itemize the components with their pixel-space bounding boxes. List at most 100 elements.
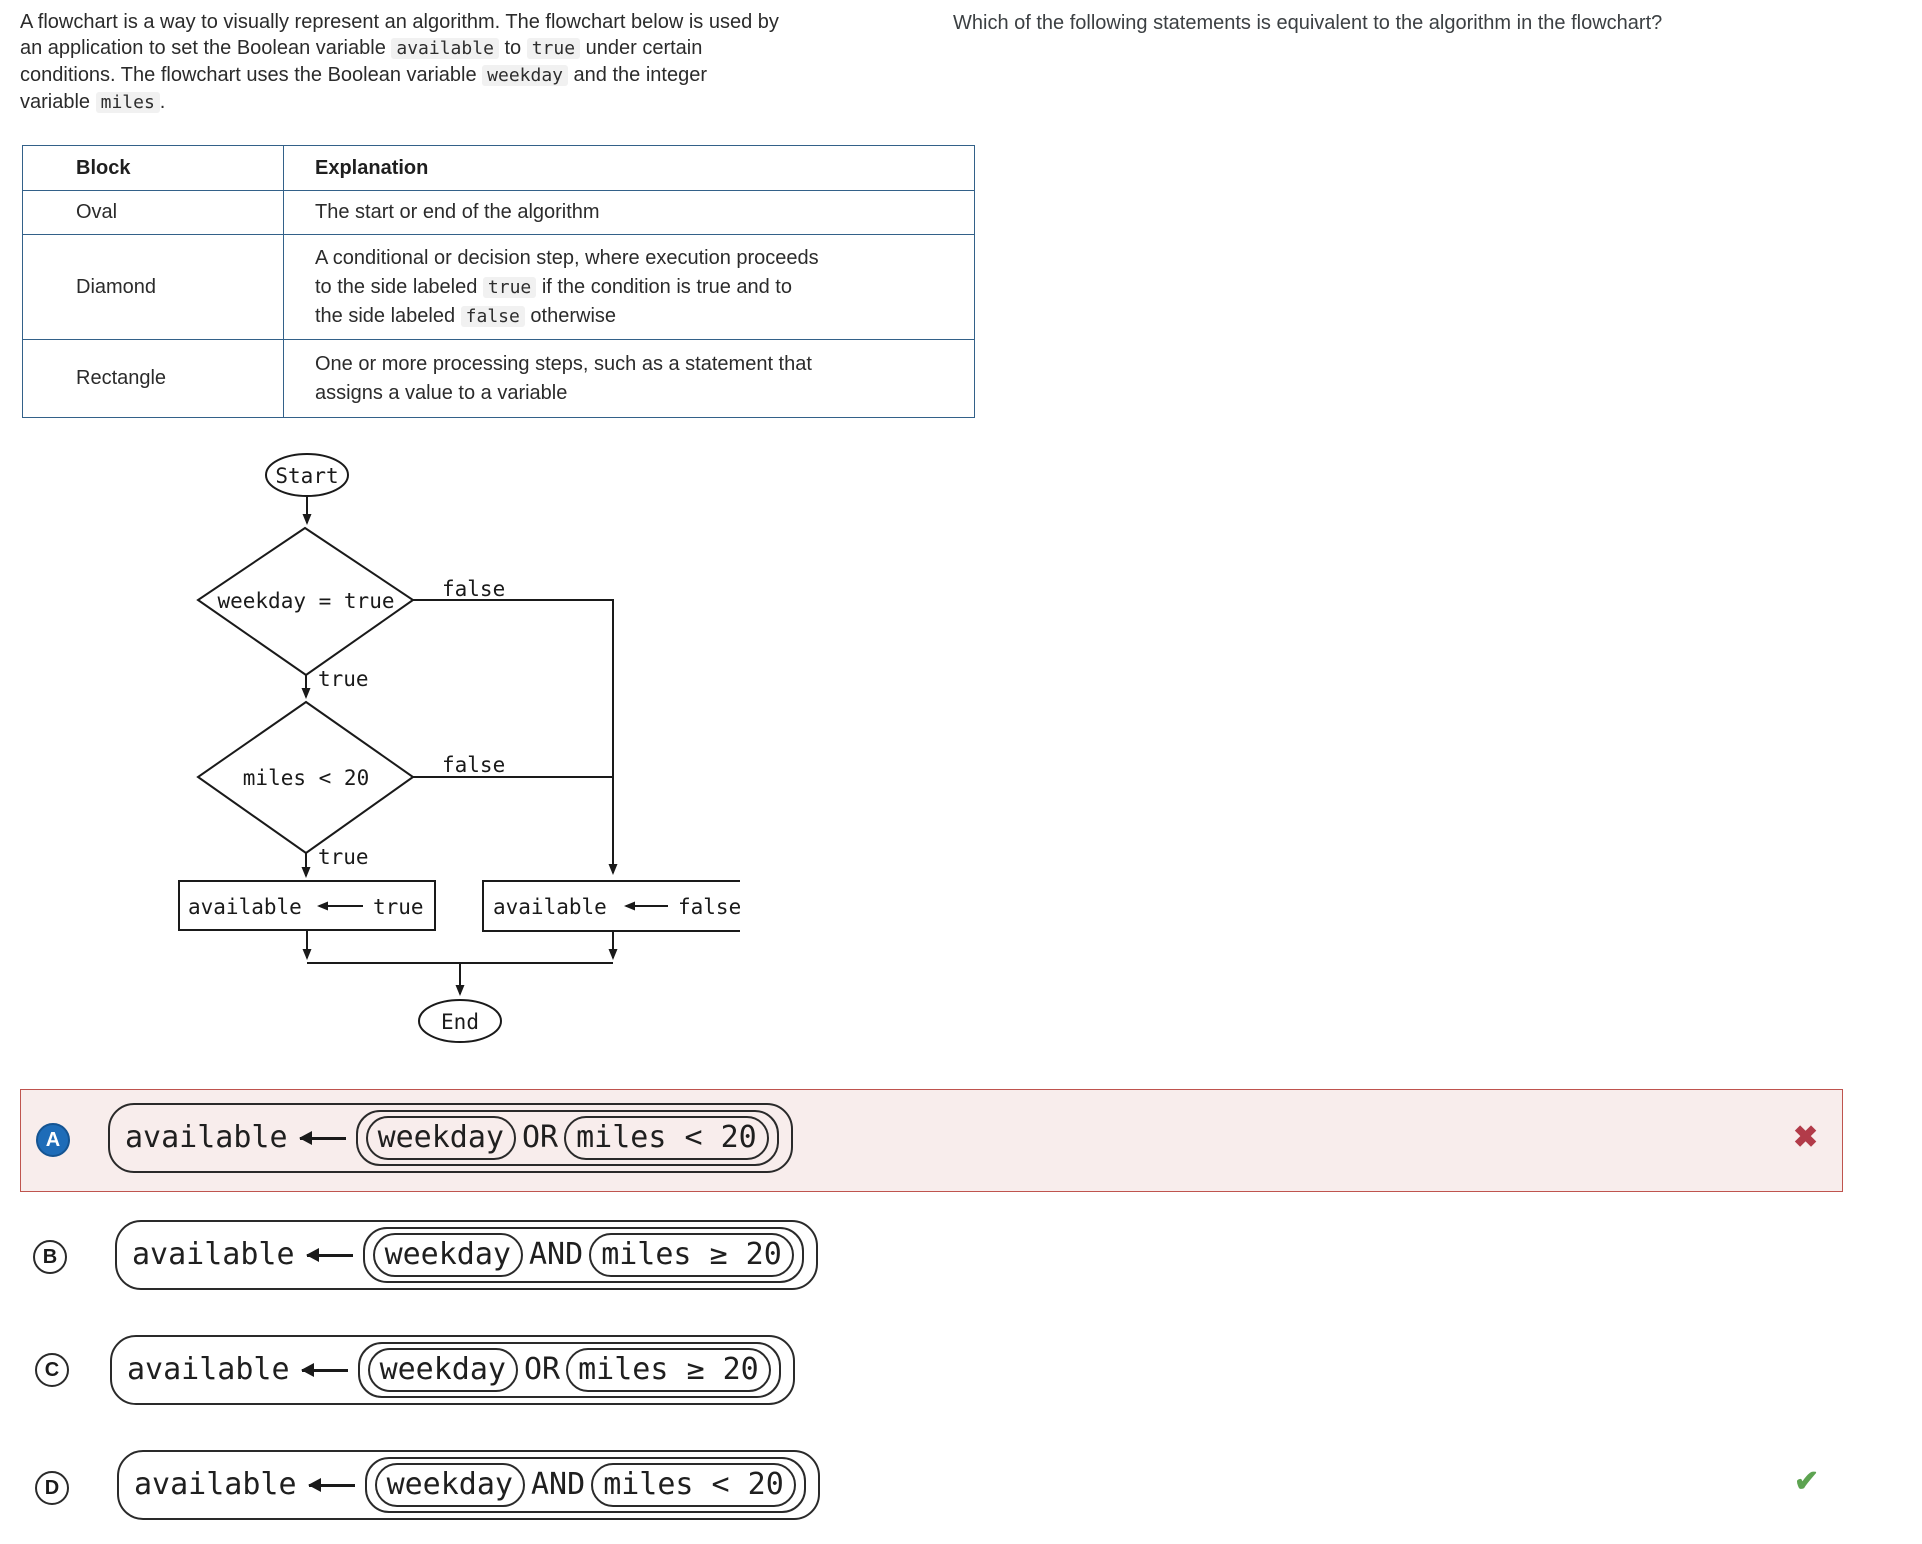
decision1-false-label: false	[442, 577, 505, 601]
text-segment: otherwise	[524, 304, 617, 327]
correct-check-icon: ✔	[1794, 1465, 1820, 1498]
code-span: available	[391, 38, 499, 59]
text-segment: variable	[20, 91, 96, 113]
table-row: Diamond A conditional or decision step, …	[22, 234, 975, 340]
explanation-line: to the side labeled true if the conditio…	[315, 273, 960, 302]
incorrect-x-icon: ✖	[1793, 1121, 1819, 1154]
option-c-statement[interactable]: available weekday OR miles ≥ 20	[110, 1335, 795, 1405]
blocks-table: Block Explanation Oval The start or end …	[22, 145, 975, 418]
option-d-badge[interactable]: D	[35, 1471, 69, 1505]
option-c-badge[interactable]: C	[35, 1353, 69, 1387]
table-header-row: Block Explanation	[22, 145, 975, 191]
flowchart-diagram: Start weekday = true false true miles < …	[178, 453, 740, 1043]
assign-true-rhs: true	[373, 895, 424, 919]
text-segment: to the side labeled	[315, 275, 483, 298]
assign-false-rect	[482, 880, 740, 932]
table-row: Rectangle One or more processing steps, …	[22, 339, 975, 418]
decision2-true-label: true	[318, 845, 369, 869]
assign-false-lhs: available	[493, 895, 607, 919]
intro-line: A flowchart is a way to visually represe…	[20, 9, 780, 35]
text-segment: and the integer	[568, 64, 707, 86]
operand-oval: weekday	[367, 1348, 518, 1392]
option-b-statement[interactable]: available weekday AND miles ≥ 20	[115, 1220, 818, 1290]
boolean-operator: OR	[524, 1352, 561, 1387]
boolean-operator: AND	[529, 1237, 584, 1272]
code-span: weekday	[482, 65, 568, 86]
option-b-badge[interactable]: B	[33, 1240, 67, 1274]
table-header-explanation: Explanation	[283, 145, 975, 191]
option-expression: weekday OR miles ≥ 20	[357, 1342, 781, 1398]
explanation-line: One or more processing steps, such as a …	[315, 350, 960, 379]
text-segment: conditions. The flowchart uses the Boole…	[20, 64, 483, 86]
decision1-true-label: true	[318, 667, 369, 691]
text-segment: the side labeled	[315, 304, 461, 327]
operand-oval: miles ≥ 20	[566, 1348, 771, 1392]
code-span: true	[526, 38, 581, 59]
intro-line: conditions. The flowchart uses the Boole…	[20, 62, 780, 89]
explanation-line: A conditional or decision step, where ex…	[315, 244, 960, 273]
code-span: false	[460, 305, 525, 327]
table-row: Oval The start or end of the algorithm	[22, 190, 975, 235]
operand-oval: weekday	[372, 1233, 523, 1277]
decision2-label: miles < 20	[243, 766, 369, 790]
option-lhs: available	[132, 1237, 295, 1272]
table-cell-block: Oval	[22, 190, 284, 235]
assign-true-rect	[178, 880, 436, 931]
operand-oval: weekday	[365, 1116, 516, 1160]
option-lhs: available	[125, 1120, 288, 1155]
table-cell-explanation: One or more processing steps, such as a …	[283, 339, 975, 418]
option-lhs: available	[134, 1467, 297, 1502]
table-header-block: Block	[22, 145, 284, 191]
option-a-badge[interactable]: A	[36, 1123, 70, 1157]
text-segment: One or more processing steps, such as a …	[315, 352, 812, 375]
operand-oval: miles < 20	[564, 1116, 769, 1160]
code-span: miles	[95, 92, 160, 113]
boolean-operator: AND	[531, 1467, 586, 1502]
assign-true-lhs: available	[188, 895, 302, 919]
text-segment: A flowchart is a way to visually represe…	[20, 11, 779, 33]
option-a-highlight[interactable]	[20, 1089, 1843, 1192]
table-cell-explanation: A conditional or decision step, where ex…	[283, 234, 975, 340]
text-segment: an application to set the Boolean variab…	[20, 37, 392, 59]
option-expression: weekday AND miles < 20	[364, 1457, 806, 1513]
text-segment: A conditional or decision step, where ex…	[315, 246, 819, 269]
start-label: Start	[275, 464, 338, 488]
option-expression: weekday AND miles ≥ 20	[362, 1227, 804, 1283]
text-segment: under certain	[580, 37, 703, 59]
end-oval	[418, 999, 502, 1043]
text-segment: .	[159, 91, 166, 113]
explanation-line: the side labeled false otherwise	[315, 302, 960, 331]
assign-arrow-icon	[307, 1478, 355, 1492]
table-cell-block: Rectangle	[22, 339, 284, 418]
intro-paragraph: A flowchart is a way to visually represe…	[20, 9, 780, 116]
option-a-statement[interactable]: available weekday OR miles < 20	[108, 1103, 793, 1173]
intro-line: variable miles.	[20, 89, 780, 116]
decision2-diamond	[196, 700, 415, 855]
decision1-diamond	[196, 526, 415, 677]
assign-arrow-icon	[300, 1363, 348, 1377]
table-cell-block: Diamond	[22, 234, 284, 340]
text-segment: if the condition is true and to	[536, 275, 792, 298]
end-label: End	[441, 1010, 479, 1034]
operand-oval: miles < 20	[591, 1463, 796, 1507]
intro-line: an application to set the Boolean variab…	[20, 35, 780, 62]
decision2-false-label: false	[442, 753, 505, 777]
explanation-line: assigns a value to a variable	[315, 379, 960, 408]
operand-oval: miles ≥ 20	[589, 1233, 794, 1277]
assign-arrow-icon	[298, 1131, 346, 1145]
boolean-operator: OR	[522, 1120, 559, 1155]
table-cell-explanation: The start or end of the algorithm	[283, 190, 975, 235]
decision1-label: weekday = true	[217, 589, 394, 613]
operand-oval: weekday	[374, 1463, 525, 1507]
assign-arrow-icon	[305, 1248, 353, 1262]
text-segment: The start or end of the algorithm	[315, 201, 600, 223]
explanation-line: The start or end of the algorithm	[315, 198, 960, 227]
edge-decision1-false	[413, 599, 618, 875]
text-segment: assigns a value to a variable	[315, 381, 568, 404]
question-text: Which of the following statements is equ…	[953, 12, 1663, 34]
start-oval	[265, 453, 349, 497]
text-segment: to	[498, 37, 527, 59]
assign-false-rhs: false	[678, 895, 740, 919]
option-d-statement[interactable]: available weekday AND miles < 20	[117, 1450, 820, 1520]
code-span: true	[482, 276, 537, 298]
